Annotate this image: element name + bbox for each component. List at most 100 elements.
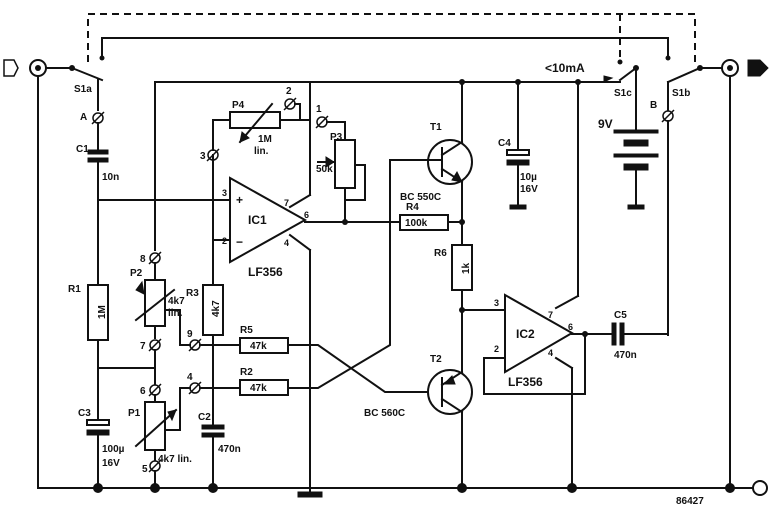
- resistor-r5: 47k R5: [239, 325, 289, 354]
- svg-text:2: 2: [494, 344, 499, 354]
- r1-label: R1: [68, 284, 81, 295]
- ic1-type: LF356: [248, 265, 283, 279]
- node-3-lower: 3: [200, 148, 220, 162]
- svg-text:9: 9: [187, 329, 193, 340]
- t2-label: T2: [430, 354, 442, 365]
- r4-value: 100k: [405, 218, 428, 229]
- p4-value1: 1M: [258, 134, 272, 145]
- svg-text:3: 3: [222, 188, 227, 198]
- p4-value2: lin.: [254, 146, 269, 157]
- r3-label: R3: [186, 288, 199, 299]
- opamp-ic1: IC1 LF356 + − 3 2 7 6 4: [222, 176, 309, 279]
- s1b-label: S1b: [672, 88, 690, 99]
- node-a-label: A: [80, 112, 87, 123]
- svg-text:7: 7: [284, 198, 289, 208]
- svg-text:2: 2: [286, 86, 292, 97]
- output-jack-icon: [721, 59, 769, 77]
- r1-value: 1M: [97, 305, 108, 319]
- r4-label: R4: [406, 202, 419, 213]
- ground-junctions: [93, 483, 735, 493]
- r6-label: R6: [434, 248, 447, 259]
- node-8: 8: [140, 251, 162, 265]
- c5-label: C5: [614, 310, 627, 321]
- r5-value: 47k: [250, 341, 267, 352]
- resistor-r1: 1M R1: [68, 284, 109, 341]
- ic2-type: LF356: [508, 375, 543, 389]
- c1-value: 10n: [102, 172, 119, 183]
- node-2: 2: [283, 86, 297, 111]
- c1-label: C1: [76, 144, 89, 155]
- ic2-label: IC2: [516, 327, 535, 341]
- resistor-r4: 100k R4: [399, 202, 449, 231]
- node-a: A: [80, 111, 105, 125]
- node-9: 9: [187, 329, 202, 352]
- resistor-r3: 4k7 R3: [186, 284, 224, 336]
- r6-value: 1k: [461, 262, 472, 274]
- transistor-t2: T2 BC 560C: [364, 354, 473, 419]
- current-label: <10mA: [545, 61, 585, 75]
- svg-text:4: 4: [187, 372, 193, 383]
- t1-type: BC 550C: [400, 192, 441, 203]
- capacitor-c5: C5 470n: [611, 310, 637, 361]
- r5-label: R5: [240, 325, 253, 336]
- potentiometer-p2: P2 4k7 lin.: [130, 268, 185, 327]
- s1c-label: S1c: [614, 88, 632, 99]
- c4-value2: 16V: [520, 184, 538, 195]
- svg-text:6: 6: [304, 210, 309, 220]
- capacitor-c3: C3 100µ 16V: [78, 408, 125, 469]
- p4-label: P4: [232, 100, 245, 111]
- potentiometer-p3: P3 50k: [316, 132, 366, 189]
- r2-label: R2: [240, 367, 253, 378]
- node-5: 5: [142, 459, 162, 475]
- node-b: B: [650, 100, 675, 123]
- capacitor-c2: C2 470n: [198, 412, 241, 455]
- input-jack-icon: [3, 59, 47, 77]
- p2-value2: lin.: [168, 308, 183, 319]
- node-6: 6: [140, 383, 162, 397]
- svg-text:+: +: [236, 193, 243, 207]
- node-4: 4: [187, 372, 202, 395]
- p1-value: 4k7 lin.: [158, 454, 192, 465]
- svg-text:−: −: [236, 235, 243, 249]
- switch-s1b: S1b: [665, 55, 703, 99]
- potentiometer-p1: P1 4k7 lin.: [128, 401, 192, 465]
- t1-label: T1: [430, 122, 442, 133]
- opamp-ic2: IC2 LF356 3 2 7 6 4: [494, 293, 575, 389]
- c3-value1: 100µ: [102, 444, 125, 455]
- ground-terminal-icon: [752, 480, 768, 496]
- p2-label: P2: [130, 268, 143, 279]
- s1a-label: S1a: [74, 84, 92, 95]
- svg-text:8: 8: [140, 254, 146, 265]
- node-7: 7: [140, 338, 162, 352]
- node-1: 1: [315, 104, 329, 129]
- c3-label: C3: [78, 408, 91, 419]
- switch-s1a: S1a: [69, 55, 105, 95]
- battery-9v: 9V: [598, 117, 659, 171]
- resistor-r6: 1k R6: [434, 244, 473, 291]
- p2-value1: 4k7: [168, 296, 185, 307]
- battery-label: 9V: [598, 117, 613, 131]
- transistor-t1: T1 BC 550C: [400, 122, 473, 203]
- svg-text:1: 1: [316, 104, 322, 115]
- figure-code: 86427: [676, 496, 704, 507]
- top-bus: [101, 37, 669, 59]
- capacitor-c4: C4 10µ 16V: [498, 138, 538, 195]
- svg-text:3: 3: [200, 151, 206, 162]
- resistor-r2: 47k R2: [239, 367, 289, 396]
- c5-value: 470n: [614, 350, 637, 361]
- c4-value1: 10µ: [520, 172, 537, 183]
- r3-value: 4k7: [211, 300, 222, 317]
- svg-text:4: 4: [548, 348, 553, 358]
- svg-text:4: 4: [284, 238, 289, 248]
- c2-label: C2: [198, 412, 211, 423]
- c3-value2: 16V: [102, 458, 120, 469]
- p1-label: P1: [128, 408, 141, 419]
- svg-text:3: 3: [494, 298, 499, 308]
- svg-text:7: 7: [548, 310, 553, 320]
- c4-label: C4: [498, 138, 511, 149]
- p3-value: 50k: [316, 164, 333, 175]
- svg-text:6: 6: [568, 322, 573, 332]
- t2-type: BC 560C: [364, 408, 405, 419]
- c2-value: 470n: [218, 444, 241, 455]
